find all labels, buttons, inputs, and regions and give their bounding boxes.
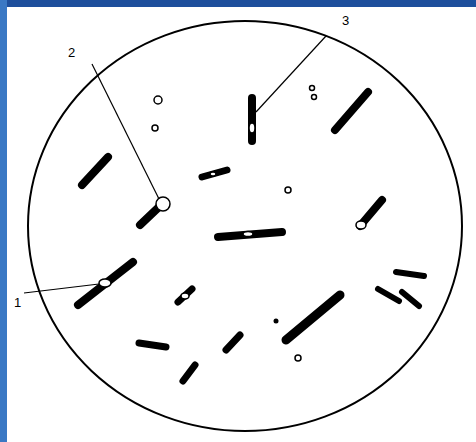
- frame-bar: [0, 0, 7, 442]
- frame-bar: [0, 0, 476, 7]
- spores: [99, 86, 366, 362]
- bacilli: [78, 92, 424, 381]
- callout-number: 2: [68, 46, 75, 59]
- granule: [274, 319, 279, 324]
- callout-number: 3: [342, 14, 349, 27]
- field-circle: [28, 21, 462, 431]
- leader-lines: [24, 36, 326, 293]
- callout-number: 1: [14, 296, 21, 309]
